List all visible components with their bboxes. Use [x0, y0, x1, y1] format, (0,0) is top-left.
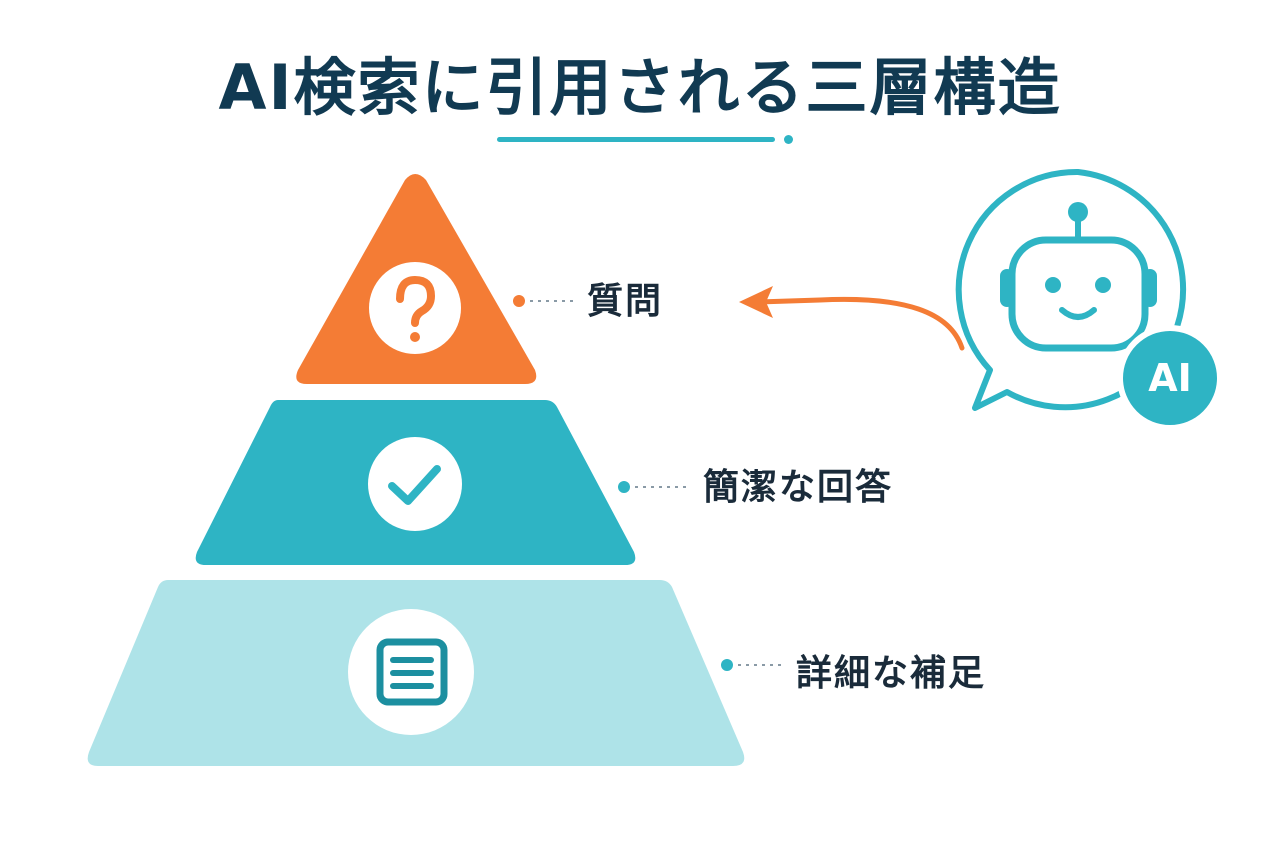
ai-badge-label: AI: [1148, 356, 1192, 400]
layer-label-concise-answer: 簡潔な回答: [703, 467, 894, 508]
title-underline: [497, 137, 775, 142]
question-icon-bg: [369, 262, 461, 354]
robot-icon: [1000, 202, 1157, 352]
arrow-icon: [739, 286, 965, 351]
layer-label-detailed-supplement: 詳細な補足: [796, 653, 987, 694]
layer-label-question: 質問: [587, 281, 664, 322]
title-underline-dot: [784, 135, 793, 144]
connector-dot-bottom: [721, 659, 733, 671]
check-icon: [388, 465, 441, 505]
check-icon-bg: [368, 437, 462, 531]
question-icon: [396, 276, 435, 342]
document-icon: [376, 638, 448, 706]
diagram-title: AI検索に引用される三層構造: [218, 51, 1062, 124]
connector-dot-middle: [618, 481, 630, 493]
connector-dot-top: [513, 295, 525, 307]
ai-badge: [1117, 325, 1223, 431]
